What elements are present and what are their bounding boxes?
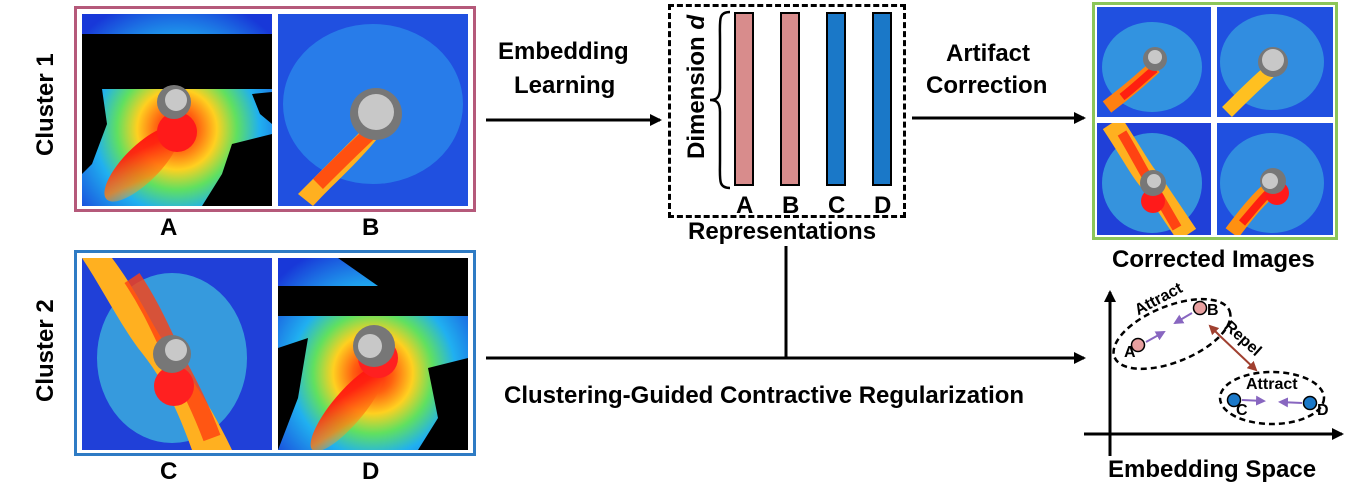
point-label-d: D [1317, 402, 1329, 419]
image-label-a: A [160, 214, 178, 241]
cluster2-ellipse [1218, 370, 1326, 426]
image-label-b: B [362, 214, 380, 241]
bar-b [780, 12, 800, 186]
corrected-image-2 [1217, 7, 1333, 117]
corrected-image-3 [1097, 123, 1211, 235]
embedding-space-plot [1084, 290, 1344, 456]
artifact-correction-text-1: Artifact [946, 40, 1031, 67]
bar-label-a: A [736, 192, 754, 219]
attract-label-bottom: Attract [1246, 376, 1298, 393]
attract-arrow-a-to-b [1145, 331, 1166, 343]
cluster2-frame [74, 250, 476, 456]
heatmap-image-b [278, 14, 468, 206]
artifact-correction-text-2: Correction [926, 72, 1048, 99]
repel-arrow-to-c [1219, 335, 1258, 372]
embedding-space-caption: Embedding Space [1108, 456, 1317, 483]
point-label-c: C [1236, 402, 1248, 419]
attract-arrow-d-to-c [1278, 397, 1303, 408]
point-c [1226, 392, 1242, 408]
regularization-text: Clustering-Guided Contractive Regulariza… [504, 382, 1025, 409]
attract-arrow-c-to-d [1241, 395, 1266, 406]
point-a [1130, 337, 1146, 353]
embedding-learning-text-1: Embedding [498, 38, 629, 65]
bar-d [872, 12, 892, 186]
bar-label-c: C [828, 192, 846, 219]
corrected-image-1 [1097, 7, 1211, 117]
cluster1-ellipse [1112, 297, 1232, 371]
representations-caption: Representations [688, 218, 877, 245]
embedding-learning-text-2: Learning [514, 72, 616, 99]
heatmap-image-c [82, 258, 272, 450]
heatmap-image-a [82, 14, 272, 206]
heatmap-image-d [278, 258, 468, 450]
dimension-brace [709, 10, 731, 190]
corrected-image-4 [1217, 123, 1333, 235]
point-label-b: B [1207, 302, 1219, 319]
image-label-d: D [362, 458, 380, 485]
dimension-symbol: d [683, 14, 710, 30]
bar-a [734, 12, 754, 186]
dimension-text: Dimension [683, 36, 710, 159]
bar-label-d: D [874, 192, 892, 219]
bar-label-b: B [782, 192, 800, 219]
dimension-label: Dimension d [683, 15, 711, 159]
representations-box [668, 4, 906, 218]
corrected-images-caption: Corrected Images [1112, 246, 1315, 273]
repel-arrow-to-b [1208, 324, 1221, 337]
corrected-images-frame [1092, 2, 1338, 240]
image-label-c: C [160, 458, 178, 485]
cluster1-frame [74, 6, 476, 212]
point-d [1302, 395, 1318, 411]
point-label-a: A [1124, 344, 1136, 361]
point-b [1192, 300, 1208, 316]
bar-c [826, 12, 846, 186]
attract-arrow-b-to-a [1173, 312, 1193, 325]
